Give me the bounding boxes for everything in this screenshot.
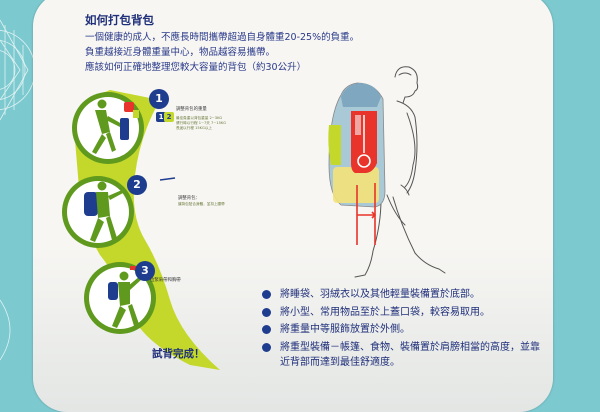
arrow-icon xyxy=(159,177,176,181)
step-1-info-line: 最佳負重以背包重量 2~3KG xyxy=(176,116,223,120)
tip-text: 將重量中等服飾放置於外側。 xyxy=(280,324,410,335)
backpack xyxy=(328,82,386,208)
step-1-sub-2: 2 xyxy=(164,112,174,122)
step-1-info-line: 健行時以行程 1~7天 7~15KG xyxy=(176,121,227,125)
hiker-adjusting-straps-icon xyxy=(108,271,142,328)
step-2-number: 2 xyxy=(133,178,141,191)
step-3-circle xyxy=(84,262,156,334)
step-2-info-line: 讓背包貼合身體，並扣上腰帶 xyxy=(178,202,225,206)
step-2-badge xyxy=(127,175,147,195)
step-2-circle xyxy=(62,176,134,248)
step-2-info: 讓背包貼合身體，並扣上腰帶 xyxy=(178,202,225,207)
bullet-icon xyxy=(262,290,271,299)
step-1-sub-1: 1 xyxy=(156,112,166,122)
pack-side-pocket xyxy=(328,125,341,165)
hiker-with-backpack-icon xyxy=(84,181,123,242)
hiker-leg-front xyxy=(392,196,446,274)
packing-tips-list: 將睡袋、羽絨衣以及其他輕量裝備置於底部。 將小型、常用物品至於上蓋口袋，較容易取… xyxy=(262,287,547,373)
hiker-leg-back xyxy=(354,198,382,278)
intro-line: 應該如何正確地整理您較大容量的背包（約30公升） xyxy=(85,62,307,73)
step-3-badge xyxy=(135,261,155,281)
step-1-info-line: 長途以行程 15KG以上 xyxy=(176,126,213,130)
step-1-circle xyxy=(72,92,144,164)
hiker-arm xyxy=(404,112,416,188)
bullet-icon xyxy=(262,325,271,334)
hiker-backpack-illustration xyxy=(328,66,446,278)
tip-text: 將重型裝備－帳篷、食物、裝備置於肩膀相當的高度，並靠近背部而達到最佳舒適度。 xyxy=(280,341,540,369)
hiker-torso xyxy=(396,100,418,194)
bullet-icon xyxy=(262,307,271,317)
step-3-title: 拉緊肩帶和胸帶 xyxy=(150,278,181,283)
step-1-badge xyxy=(149,89,169,109)
done-caption: 試背完成！ xyxy=(152,348,205,360)
step-1-title: 調整背包的重量 xyxy=(176,107,207,112)
tip-item: 將睡袋、羽絨衣以及其他輕量裝備置於底部。 xyxy=(262,287,547,303)
packing-steps-illustration xyxy=(62,90,220,370)
hiker-loading-icon xyxy=(92,99,122,154)
pack-light-zone xyxy=(333,167,379,203)
intro-line: 一個健康的成人，不應長時間攜帶超過自身體重20-25%的負重。 xyxy=(85,32,360,43)
step-1-info: 最佳負重以背包重量 2~3KG 健行時以行程 1~7天 7~15KG 長途以行程… xyxy=(176,116,226,131)
pack-top-lid xyxy=(341,83,381,107)
tip-item: 將重量中等服飾放置於外側。 xyxy=(262,322,547,338)
tip-text: 將小型、常用物品至於上蓋口袋，較容易取用。 xyxy=(280,306,490,318)
panel-title: 如何打包背包 xyxy=(85,13,154,27)
tip-item: 將小型、常用物品至於上蓋口袋，較容易取用。 xyxy=(262,305,547,321)
hiker-head xyxy=(394,66,419,104)
bullet-icon xyxy=(262,342,271,352)
intro-line: 負重越接近身體重量中心，物品越容易攜帶。 xyxy=(85,47,276,58)
tip-item: 將重型裝備－帳篷、食物、裝備置於肩膀相當的高度，並靠近背部而達到最佳舒適度。 xyxy=(262,340,547,371)
step-1-number: 1 xyxy=(155,92,163,105)
step-3-number: 3 xyxy=(141,264,149,277)
intro-text: 一個健康的成人，不應長時間攜帶超過自身體重20-25%的負重。 負重越接近身體重… xyxy=(85,30,405,75)
tip-text: 將睡袋、羽絨衣以及其他輕量裝備置於底部。 xyxy=(280,289,480,300)
step-2-title: 調整背包： xyxy=(178,196,200,201)
